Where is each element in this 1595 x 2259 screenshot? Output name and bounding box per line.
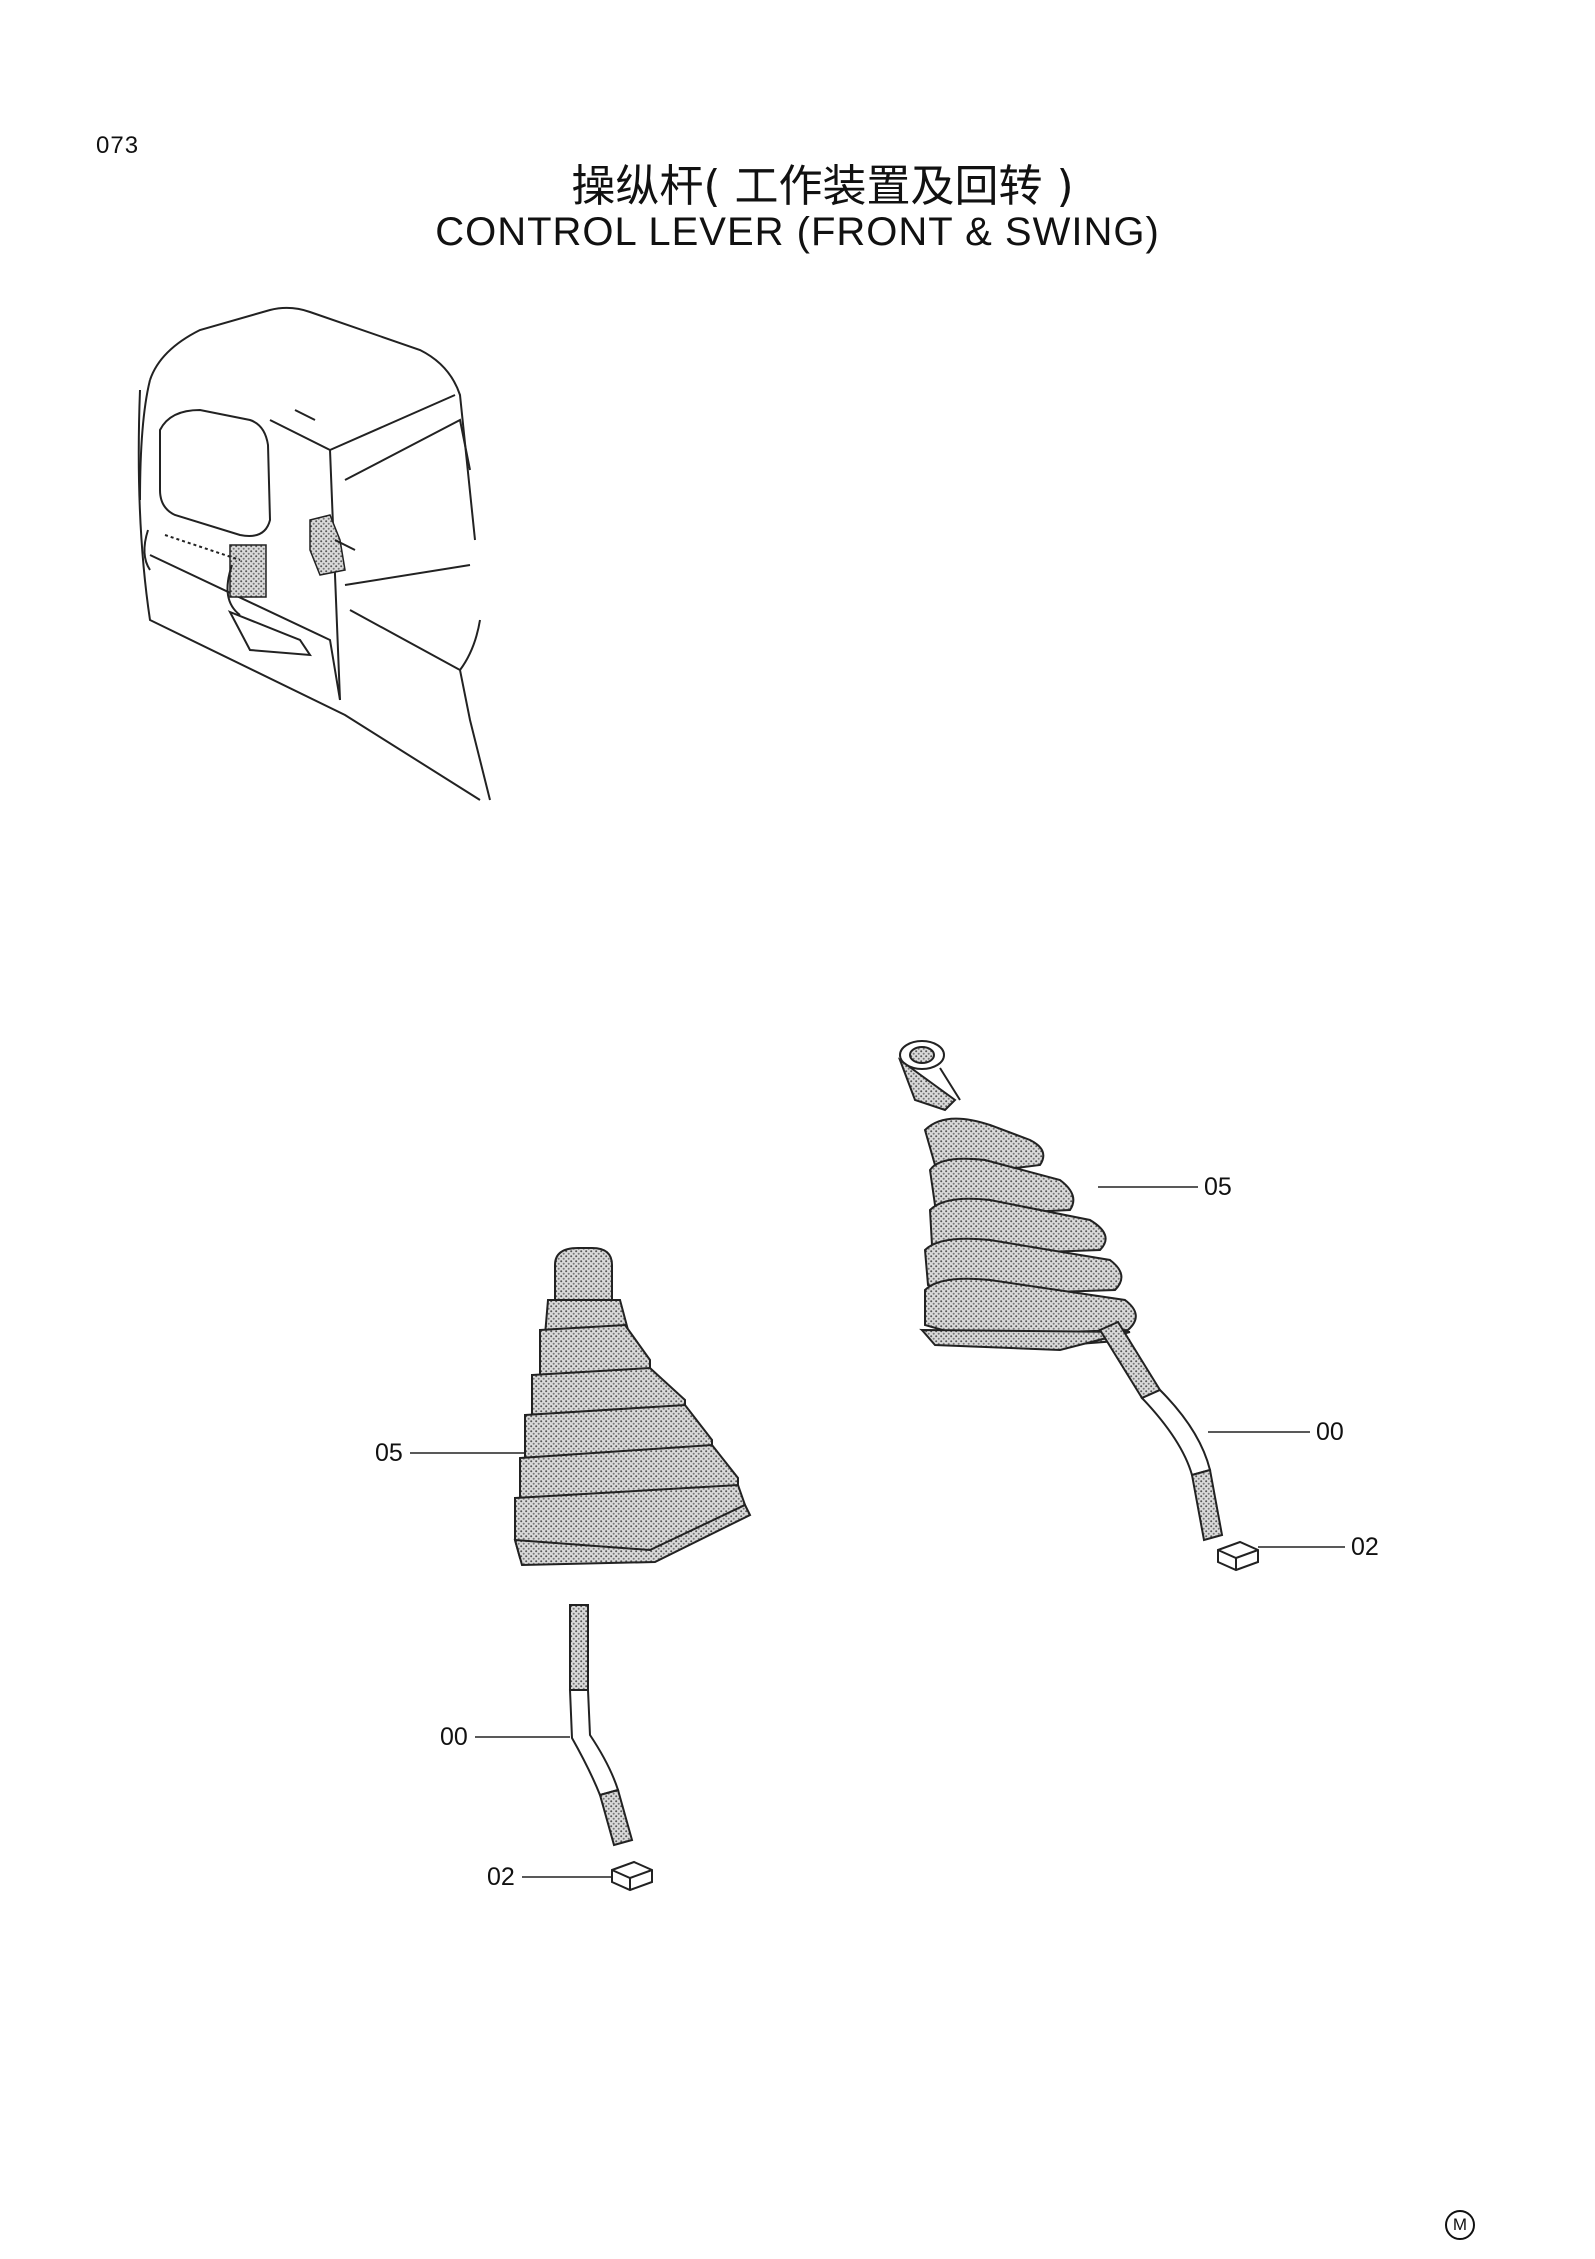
left-lever-illustration <box>568 1604 634 1847</box>
callout-left-lever: 00 <box>440 1723 468 1751</box>
right-boot-illustration <box>897 1040 1137 1352</box>
right-nut-illustration <box>1217 1540 1259 1572</box>
title-english: CONTROL LEVER (FRONT & SWING) <box>435 210 1160 254</box>
page-number: 073 <box>96 132 140 159</box>
callout-right-nut: 02 <box>1351 1533 1379 1561</box>
callout-right-boot: 05 <box>1204 1173 1232 1201</box>
callout-left-nut: 02 <box>487 1863 515 1891</box>
callout-right-lever: 00 <box>1316 1418 1344 1446</box>
title-chinese: 操纵杆( 工作装置及回转 ) <box>571 161 1074 212</box>
cab-overview-illustration <box>137 306 491 801</box>
left-nut-illustration <box>611 1860 653 1892</box>
left-boot-illustration <box>513 1247 752 1567</box>
m-circle-mark: M <box>1445 2210 1475 2240</box>
right-lever-illustration <box>1098 1320 1224 1542</box>
leader-lines <box>410 1186 1345 1878</box>
callout-left-boot: 05 <box>375 1439 403 1467</box>
